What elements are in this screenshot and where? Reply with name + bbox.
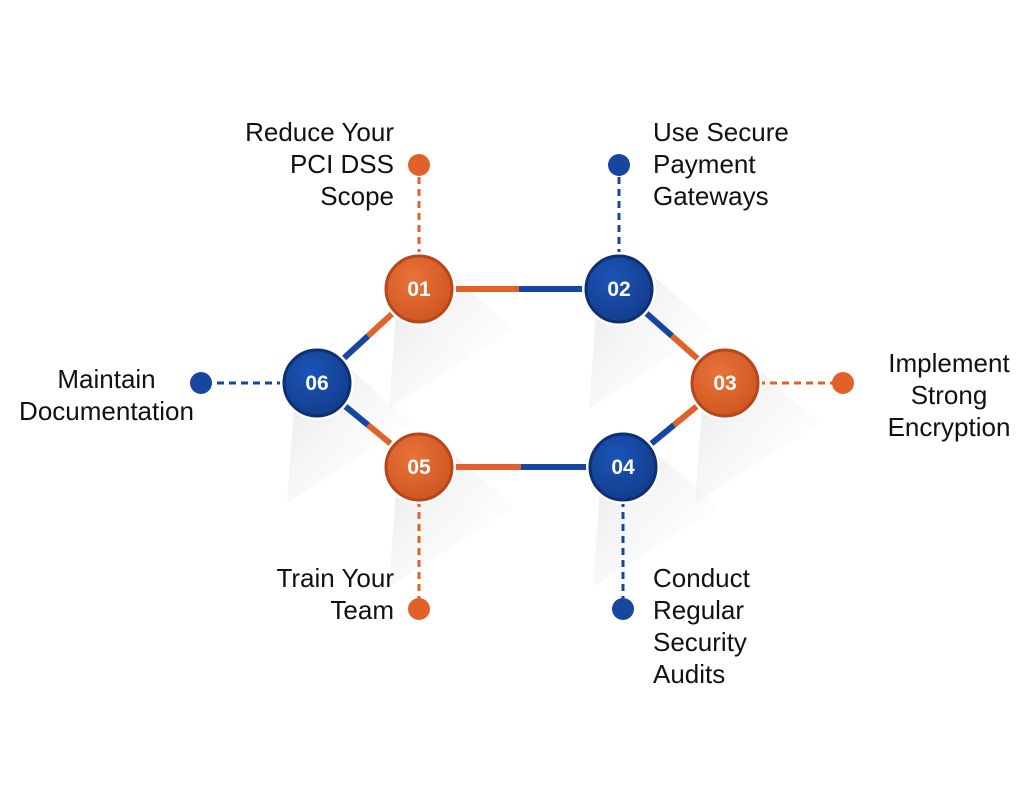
step-03-label-line: Implement xyxy=(888,348,1010,378)
step-04-label: Conduct Regular Security Audits xyxy=(653,562,750,690)
step-04-label-line: Security xyxy=(653,627,747,657)
step-06-label-line: Documentation xyxy=(19,396,194,426)
step-number: 03 xyxy=(713,372,736,395)
step-03-label-line: Encryption xyxy=(887,412,1011,442)
step-04-label-line: Audits xyxy=(653,659,726,689)
step-01-label-line: PCI DSS xyxy=(289,149,394,179)
step-02-node: 02 xyxy=(582,252,656,326)
step-01-label-line: Reduce Your xyxy=(245,117,394,147)
step-02-label: Use Secure Payment Gateways xyxy=(653,116,789,212)
step-number: 02 xyxy=(607,278,630,301)
label-leaders xyxy=(190,154,854,620)
step-04-label-line: Conduct xyxy=(653,563,750,593)
step-02-leader-dot xyxy=(608,154,630,176)
step-06-label-line: Maintain xyxy=(57,364,156,394)
step-node-circle xyxy=(690,348,760,418)
step-04-label-line: Regular xyxy=(653,595,745,625)
step-node-circle xyxy=(588,432,658,502)
step-06-label: Maintain Documentation xyxy=(4,363,209,427)
step-03-label-line: Strong xyxy=(910,380,988,410)
step-number: 01 xyxy=(407,278,431,301)
step-01-node: 01 xyxy=(382,252,456,326)
step-04-leader-dot xyxy=(612,598,634,620)
step-node-circle xyxy=(384,432,454,502)
step-05-leader-dot xyxy=(408,598,430,620)
step-03-node: 03 xyxy=(688,346,762,420)
step-04-node: 04 xyxy=(586,430,660,504)
step-01-label: Reduce Your PCI DSS Scope xyxy=(245,116,394,212)
step-node-circle xyxy=(282,348,352,418)
step-06-leader-dot xyxy=(190,372,212,394)
step-01-label-line: Scope xyxy=(320,181,394,211)
step-number: 05 xyxy=(407,456,431,479)
step-05-label-line: Team xyxy=(330,595,394,625)
step-number: 06 xyxy=(305,372,328,395)
step-06-node: 06 xyxy=(280,346,354,420)
step-node-circle xyxy=(584,254,654,324)
step-01-leader-dot xyxy=(408,154,430,176)
step-05-node: 05 xyxy=(382,430,456,504)
step-05-label: Train Your Team xyxy=(276,562,394,626)
step-02-label-line: Use Secure xyxy=(653,117,789,147)
step-05-label-line: Train Your xyxy=(276,563,394,593)
step-03-leader-dot xyxy=(832,372,854,394)
step-node-circle xyxy=(384,254,454,324)
step-02-label-line: Payment xyxy=(653,149,756,179)
step-02-label-line: Gateways xyxy=(653,181,769,211)
step-nodes: 01 02 03 04 05 06 xyxy=(280,252,762,504)
step-03-label: Implement Strong Encryption xyxy=(874,347,1024,443)
step-number: 04 xyxy=(611,456,635,479)
